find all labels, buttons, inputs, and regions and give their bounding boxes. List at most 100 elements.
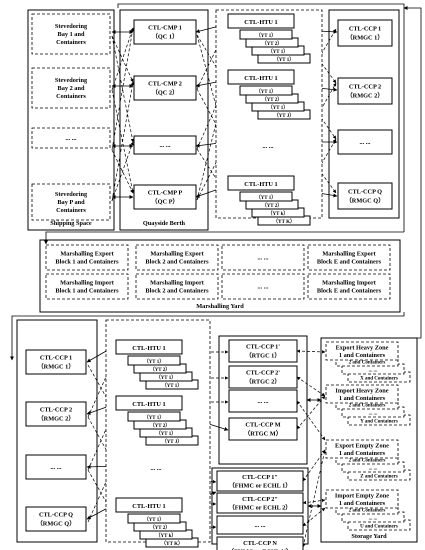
ship-berth-cross-4 xyxy=(111,27,135,151)
fhmc-zone-0 xyxy=(302,449,326,482)
boxes xyxy=(16,9,418,550)
top-htu-3-stack-1: （YT 2） xyxy=(262,203,283,209)
bottom-htu-3-title-box xyxy=(115,497,183,513)
rtgc-cell-1-line-0: CTL-CCP 2' xyxy=(246,370,280,377)
bottom-ccp-cell-1-line-0: CTL-CCP 2 xyxy=(40,407,72,414)
rtgc-region xyxy=(218,335,308,465)
marshalling-export-3-line-0: Marshalling Export xyxy=(322,251,376,258)
zone-3-title-line-1: 1 and Containers xyxy=(339,500,386,507)
top-loop-right xyxy=(117,3,405,232)
bottom-htu-0-title-box xyxy=(115,339,183,355)
fhmc-cell-2-line-0: ... ... xyxy=(254,522,265,529)
berth-cell-3-line-1: （QC P） xyxy=(151,198,178,206)
zone-2-stack-2: Z and Containers xyxy=(360,475,398,480)
ship-berth-cross-6 xyxy=(111,81,135,202)
quayside-berth-region xyxy=(119,9,209,231)
berth-cell-2-line-0: ... ... xyxy=(159,142,170,149)
marshalling-import-3 xyxy=(307,273,391,300)
storage-yard-label: Storage Yard xyxy=(351,533,387,540)
bottom-ccp-cell-2-line-0: ... ... xyxy=(50,464,61,471)
top-htu-3-title-box xyxy=(227,175,295,191)
shipping-cell-0-line-0: Stevedoring xyxy=(55,23,88,30)
ship-berth-cross-0 xyxy=(111,35,135,143)
top-htu-2-ellipsis: ... ... xyxy=(262,143,273,150)
marshalling-export-3-line-1: Block E and Containers xyxy=(317,259,382,266)
fhmc-cell-3 xyxy=(216,536,304,550)
bottom-ccp-cell-1 xyxy=(25,401,87,427)
marshalling-yard-region xyxy=(39,239,401,313)
marshalling-export-1-line-1: Block 2 and Containers xyxy=(145,259,209,266)
top-ccp-cell-2-line-0: ... ... xyxy=(359,139,370,146)
marshalling-export-2 xyxy=(221,244,305,271)
bottom-htu-1-stack-1: （YT 2） xyxy=(150,423,171,429)
marshalling-export-0 xyxy=(45,244,129,271)
berth-cell-0-line-1: （QC 1） xyxy=(152,33,179,41)
zone-3-stack-2: U and Containers xyxy=(360,525,398,530)
zone-1-stack-0: 2 and Containers xyxy=(349,404,386,409)
bottom-htu-0-stack-2: （YT 1） xyxy=(156,375,177,381)
bottom-htu-1-title: CTL-HTU 1 xyxy=(132,401,165,408)
zone-0-stack-2: X and Containers xyxy=(360,377,398,382)
top-htu-0-stack-0: （YT 1） xyxy=(256,33,277,39)
bottom-htu-3-title: CTL-HTU 1 xyxy=(132,503,165,510)
zone-3-title-box xyxy=(325,489,399,509)
bottom-htu-2-ellipsis: ... ... xyxy=(150,465,161,472)
fhmc-zone-2 xyxy=(302,507,326,527)
marshalling-export-1 xyxy=(135,244,219,271)
bottom-ccp-region xyxy=(16,319,98,543)
marshalling-import-2-line-0: ... ... xyxy=(257,284,268,291)
shipping-cell-2 xyxy=(31,127,111,149)
zone-1-title-box xyxy=(325,384,399,404)
marshalling-export-0-line-1: Block 1 and Containers xyxy=(55,259,119,266)
marshalling-import-1-line-0: Marshalling Import xyxy=(150,280,205,287)
ccp-region xyxy=(328,9,400,219)
shipping-cell-3-line-0: Stevedoring xyxy=(55,191,88,198)
bottom-htu-1-stack-0: （YT 1） xyxy=(144,415,165,421)
shipping-cell-0-line-1: Bay 1 and xyxy=(58,31,85,38)
marshalling-yard-label: Marshalling Yard xyxy=(196,303,244,310)
shipping-cell-3-line-1: Bay P and xyxy=(57,199,85,206)
bottom-ccp-cell-1-line-1: （RMGC 2） xyxy=(37,415,74,423)
shipping-cell-3 xyxy=(31,183,111,221)
zone-2-stack-0: 2 and Containers xyxy=(349,459,386,464)
bottom-ccp-cell-0 xyxy=(25,349,87,375)
shipping-cell-1 xyxy=(31,67,111,109)
zone-2-title-box xyxy=(325,439,399,459)
marshalling-export-2-line-0: ... ... xyxy=(257,255,268,262)
berth-htu-cross-5 xyxy=(196,142,227,201)
fhmc-cell-0-line-1: （FHMC or ECHL 1） xyxy=(228,481,291,489)
top-ccp-cell-0-line-1: （RMGC 1） xyxy=(346,34,383,42)
bottom-ccp-cell-0-line-1: （RMGC 1） xyxy=(37,363,74,371)
marshalling-import-0 xyxy=(45,273,129,300)
zone-1-stack-1: ... ... xyxy=(369,412,379,417)
berth-cell-1-line-0: CTL-CMP 2 xyxy=(148,81,182,88)
fhmc-cell-2 xyxy=(216,515,304,535)
bottom-htu-1-stack-box-0 xyxy=(127,411,181,422)
shipping-cell-1-line-2: Containers xyxy=(56,93,86,100)
marshalling-import-0-line-1: Block 1 and Containers xyxy=(55,288,119,295)
shipping-cell-1-line-1: Bay 2 and xyxy=(58,85,85,92)
storage-yard-region xyxy=(320,337,418,543)
rtgc-cell-0-line-0: CTL-CCP 1' xyxy=(246,344,280,351)
bottom-ccp-cell-2 xyxy=(25,454,87,480)
zone-2-title-line-1: 1 and Containers xyxy=(339,450,386,457)
top-ccp-cell-2 xyxy=(337,129,393,155)
fhmc-cell-1-line-0: CTL-CCP 2" xyxy=(242,496,278,503)
marshalling-import-1-line-1: Block 2 and Containers xyxy=(145,288,209,295)
ship-berth-cross-7 xyxy=(111,149,134,194)
zone-2-title-line-0: Export Empty Zone xyxy=(335,442,389,449)
shipping-cell-2-line-0: ... ... xyxy=(65,135,76,142)
bottom-htu-1-stack-2: （YT 1） xyxy=(156,431,177,437)
rtgc-cell-1 xyxy=(228,365,298,389)
fhmc-cell-1 xyxy=(216,492,304,514)
fhmc-zone-1 xyxy=(302,498,326,505)
ship-berth-cross-5 xyxy=(111,141,134,202)
shipping-cell-1-line-0: Stevedoring xyxy=(55,77,88,84)
shipping-cell-0-line-2: Containers xyxy=(56,39,86,46)
top-ccp-cell-1-line-0: CTL-CCP 2 xyxy=(349,84,381,91)
rtgc-cell-3-line-1: （RTGC M） xyxy=(244,430,282,438)
zone-1-title-line-1: 1 and Containers xyxy=(339,395,386,402)
top-htu-0-title: CTL-HTU 1 xyxy=(244,19,277,26)
bottom-htu-3-stack-1: （YT 2） xyxy=(150,525,171,531)
